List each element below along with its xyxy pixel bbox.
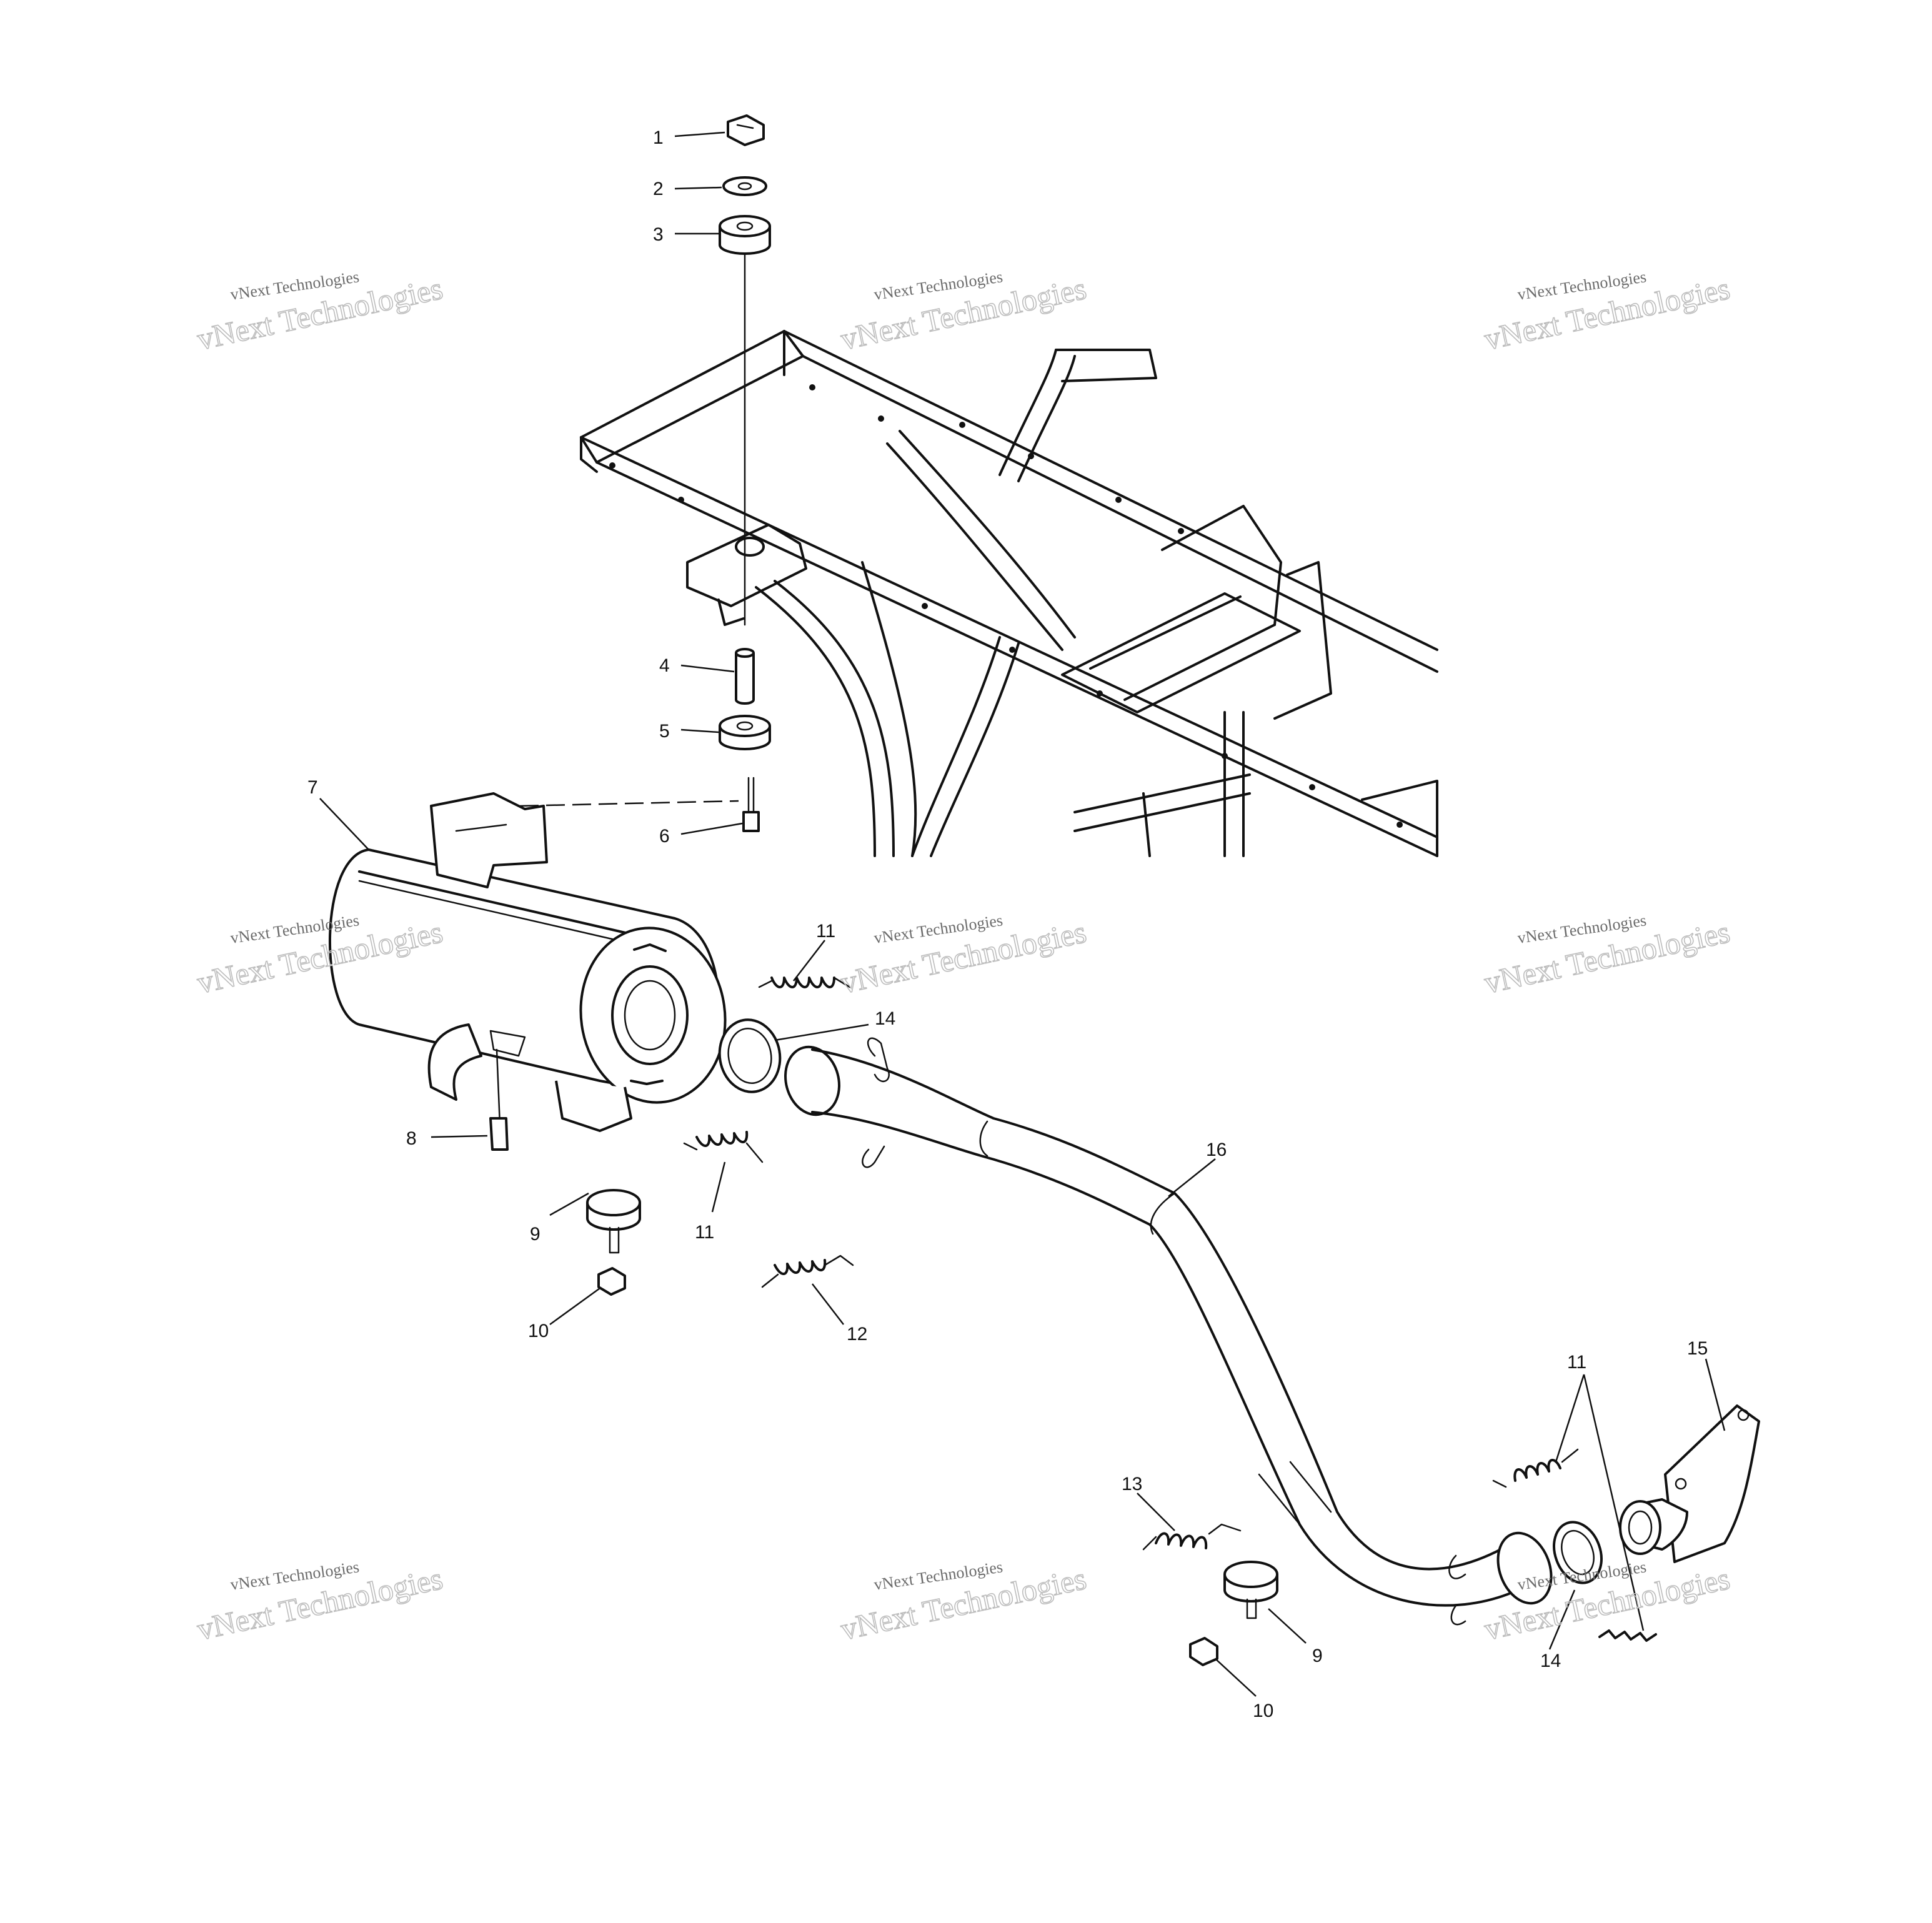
spring-part-13 (1142, 1523, 1242, 1551)
leader-lines (319, 131, 1726, 1697)
spring-part-11-middle (683, 1131, 764, 1163)
grommet-part-3 (719, 215, 771, 255)
callout-8: 8 (406, 1128, 417, 1149)
grommet-part-9-lower (1223, 1561, 1278, 1619)
grommet-part-5 (719, 715, 771, 750)
nut-part-10-left (597, 1267, 626, 1296)
exhaust-flange-part-15 (1619, 1404, 1760, 1563)
callout-15: 15 (1687, 1338, 1708, 1359)
callout-11-upper: 11 (816, 921, 835, 942)
callout-labels: 1 2 3 4 5 6 7 11 14 8 9 11 10 12 16 11 1… (307, 127, 1708, 1721)
callout-11-lower: 11 (1567, 1352, 1586, 1373)
callout-12: 12 (847, 1324, 867, 1344)
frame-rivets (609, 384, 1403, 828)
callout-2: 2 (653, 179, 664, 199)
watermark-middle-center: vNext Technologies vNext Technologies (837, 911, 1090, 1000)
watermark-top-left: vNext Technologies vNext Technologies (194, 267, 446, 357)
callout-9-lower: 9 (1312, 1646, 1323, 1666)
frame-assembly (580, 330, 1438, 857)
callout-4: 4 (659, 655, 670, 676)
muffler-part-7 (329, 792, 727, 1132)
callout-1: 1 (653, 127, 664, 148)
watermark-middle-right: vNext Technologies vNext Technologies (1481, 911, 1733, 1000)
spacer-part-4 (735, 648, 755, 705)
callout-10-left: 10 (528, 1321, 549, 1341)
hex-nut-part-1 (727, 114, 765, 146)
callout-10-lower: 10 (1253, 1701, 1273, 1721)
callout-6: 6 (659, 826, 670, 847)
watermark-bottom-center: vNext Technologies vNext Technologies (837, 1558, 1090, 1647)
washer-part-2 (722, 176, 767, 196)
mount-dashed-guide (519, 800, 739, 807)
callout-14-lower: 14 (1540, 1651, 1561, 1671)
callout-16: 16 (1206, 1140, 1227, 1160)
gasket-part-14-lower (1553, 1521, 1603, 1584)
callout-5: 5 (659, 721, 670, 742)
callout-7: 7 (307, 777, 318, 798)
watermark-top-center: vNext Technologies vNext Technologies (837, 267, 1090, 357)
head-pipe-part-16 (784, 1037, 1553, 1626)
callout-13: 13 (1122, 1474, 1142, 1494)
spring-part-11-lower-2 (1598, 1629, 1657, 1642)
watermark-top-right: vNext Technologies vNext Technologies (1481, 267, 1733, 357)
bolt-part-6 (742, 777, 760, 832)
callout-11-middle: 11 (695, 1222, 714, 1243)
spring-part-11-upper (758, 976, 851, 988)
watermark-bottom-left: vNext Technologies vNext Technologies (194, 1558, 446, 1647)
callout-9-left: 9 (530, 1224, 540, 1245)
spring-part-11-lower (1492, 1448, 1579, 1488)
spring-part-12 (761, 1255, 854, 1288)
bolt-part-8 (489, 1048, 509, 1151)
gasket-part-14-upper (718, 1018, 782, 1093)
grommet-part-9-left (586, 1189, 641, 1254)
nut-part-10-lower (1189, 1637, 1218, 1666)
callout-14-upper: 14 (875, 1008, 895, 1029)
callout-3: 3 (653, 224, 664, 245)
